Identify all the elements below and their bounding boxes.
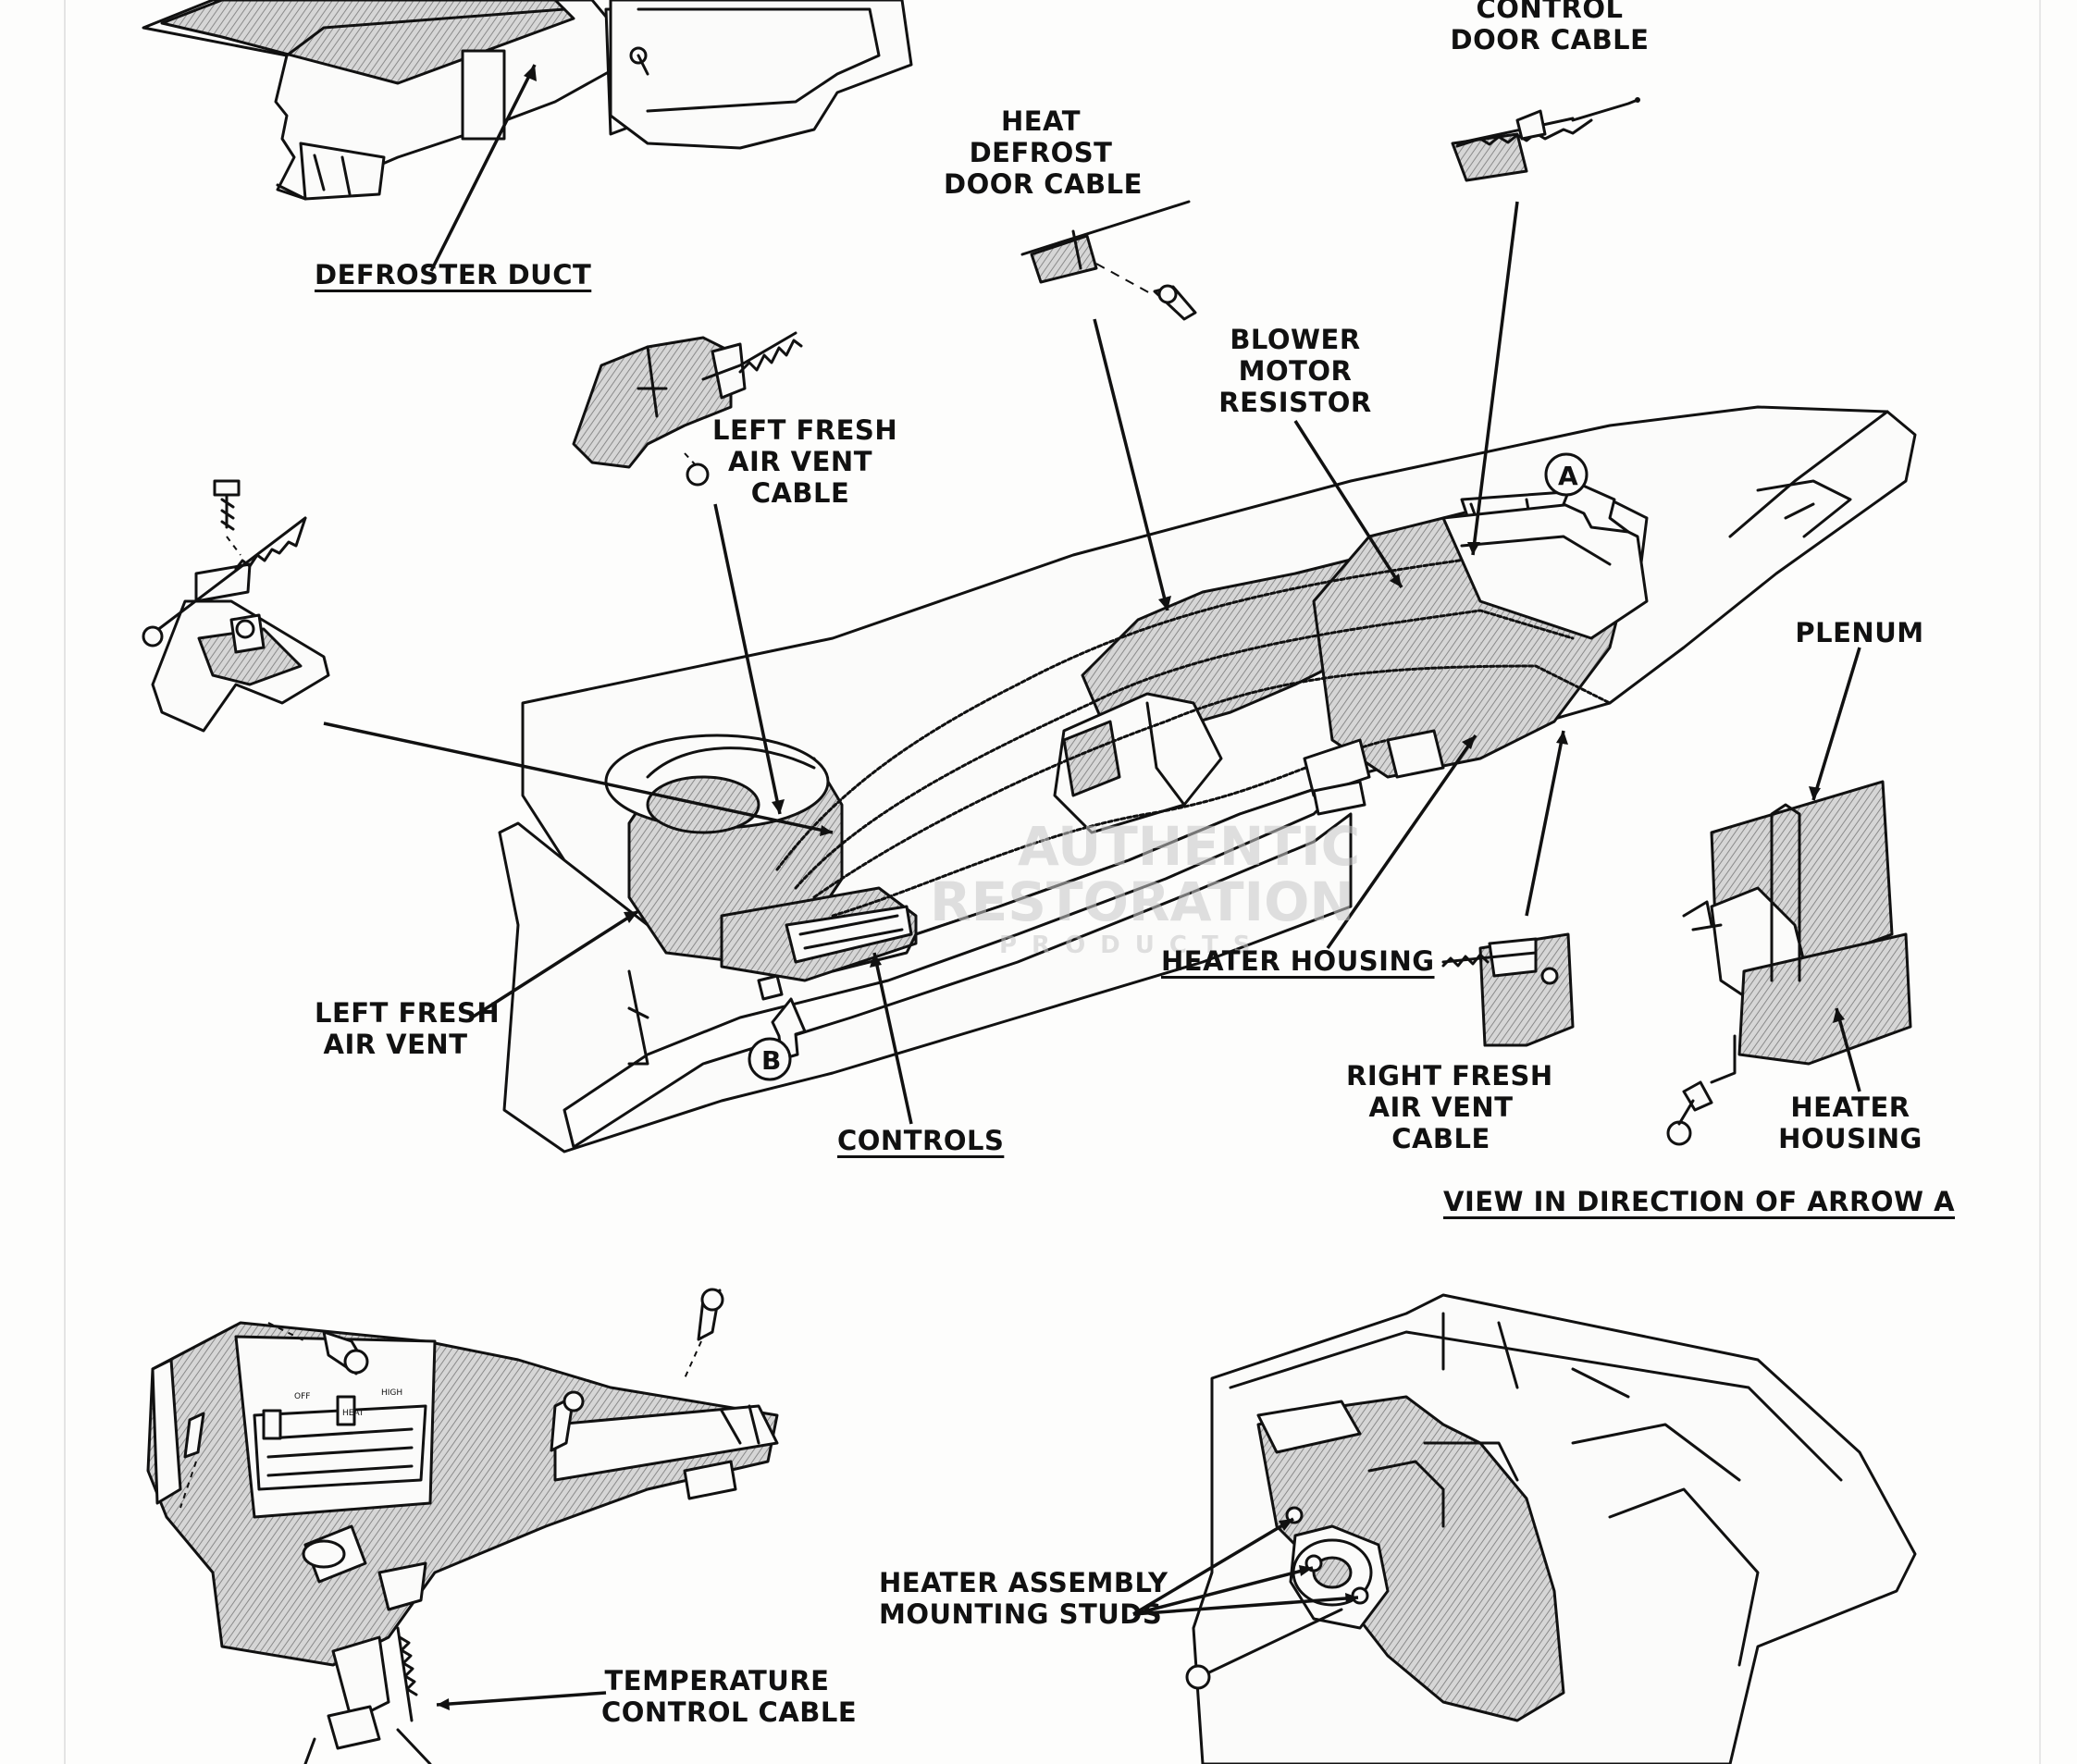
label-heater-housing-small-line-1: HEATER	[1790, 1092, 1910, 1123]
watermark-line-2: RESTORATION	[930, 870, 1354, 933]
label-studs-line-1: HEATER ASSEMBLY	[879, 1567, 1168, 1598]
label-view-direction-arrow-a: VIEW IN DIRECTION OF ARROW A	[1443, 1186, 1956, 1217]
label-controls-text: CONTROLS	[837, 1125, 1005, 1156]
control-door-cable-part	[1451, 97, 1640, 182]
left-fresh-air-vent-cable-part	[572, 331, 803, 487]
watermark-line-3: PRODUCTS	[999, 931, 1265, 959]
label-blower-line-2: MOTOR	[1238, 355, 1353, 387]
arrow-a-marker	[1544, 452, 1630, 534]
heat-defrost-door-cable-part	[1020, 200, 1197, 321]
label-left-cable-line-1: LEFT FRESH	[712, 414, 898, 446]
label-temp-cable-line-1: TEMPERATURE	[604, 1665, 830, 1696]
dash-cowl-assembly	[498, 405, 1917, 1153]
label-control-door-cable-line-2: DOOR CABLE	[1450, 24, 1650, 56]
label-right-cable-line-1: RIGHT FRESH	[1346, 1060, 1553, 1092]
label-heat-defrost-line-3: DOOR CABLE	[944, 168, 1143, 200]
control-panel-part	[146, 1288, 779, 1764]
label-left-fresh-air-vent-cable: LEFT FRESH AIR VENT CABLE	[712, 414, 898, 509]
label-heater-housing-small: HEATER HOUSING	[1776, 1092, 1924, 1154]
label-left-cable-line-2: AIR VENT	[728, 446, 872, 477]
label-left-vent-line-1: LEFT FRESH	[315, 997, 501, 1029]
label-heat-defrost-line-1: HEAT	[1000, 105, 1082, 137]
watermark-line-1: AUTHENTIC	[1018, 815, 1360, 878]
marker-a-letter: A	[1558, 461, 1578, 491]
label-right-cable-line-2: AIR VENT	[1368, 1092, 1514, 1123]
label-temp-cable-line-2: CONTROL CABLE	[601, 1696, 858, 1728]
blower-bracket-part	[142, 479, 330, 733]
label-control-door-cable: CONTROL DOOR CABLE	[1448, 0, 1651, 56]
label-heat-defrost-door-cable: HEAT DEFROST DOOR CABLE	[944, 105, 1143, 200]
label-blower-line-3: RESISTOR	[1218, 387, 1372, 418]
label-heater-housing-main-text: HEATER HOUSING	[1161, 945, 1435, 977]
label-left-fresh-air-vent: LEFT FRESH AIR VENT	[315, 997, 501, 1060]
label-blower-motor-resistor: BLOWER MOTOR RESISTOR	[1217, 324, 1374, 418]
watermark: AUTHENTIC RESTORATION PRODUCTS	[930, 815, 1360, 959]
leader-lines	[323, 64, 1861, 1710]
label-control-door-cable-line-1: CONTROL	[1476, 0, 1624, 24]
label-heater-assembly-mounting-studs: HEATER ASSEMBLY MOUNTING STUDS	[879, 1567, 1168, 1630]
panel-heat-text: HEAT	[342, 1409, 365, 1418]
label-left-cable-line-3: CABLE	[750, 477, 850, 509]
engine-compartment-view	[1185, 1293, 1917, 1764]
label-controls: CONTROLS	[837, 1125, 1005, 1156]
label-defroster-duct: DEFROSTER DUCT	[315, 259, 592, 290]
label-plenum-text: PLENUM	[1795, 617, 1924, 648]
label-defroster-duct-text: DEFROSTER DUCT	[315, 259, 592, 290]
defroster-duct-assembly	[142, 0, 913, 201]
label-right-fresh-air-vent-cable: RIGHT FRESH AIR VENT CABLE	[1346, 1060, 1553, 1154]
label-heater-housing-small-line-2: HOUSING	[1778, 1123, 1922, 1154]
panel-high-text: HIGH	[381, 1388, 402, 1398]
label-temperature-control-cable: TEMPERATURE CONTROL CABLE	[601, 1665, 858, 1728]
right-fresh-air-vent-cable-part	[1441, 932, 1575, 1047]
label-heater-housing-main: HEATER HOUSING	[1161, 945, 1435, 977]
label-heat-defrost-line-2: DEFROST	[969, 137, 1113, 168]
label-studs-line-2: MOUNTING STUDS	[879, 1598, 1163, 1630]
label-blower-line-1: BLOWER	[1230, 324, 1361, 355]
label-view-arrow-a-text: VIEW IN DIRECTION OF ARROW A	[1443, 1186, 1956, 1217]
arrow-b-marker	[748, 997, 807, 1081]
plenum-part	[1666, 780, 1912, 1146]
panel-off-text: OFF	[294, 1392, 310, 1401]
label-left-vent-line-2: AIR VENT	[323, 1029, 468, 1060]
label-right-cable-line-3: CABLE	[1391, 1123, 1490, 1154]
marker-b-letter: B	[761, 1045, 781, 1076]
label-plenum: PLENUM	[1790, 617, 1929, 648]
